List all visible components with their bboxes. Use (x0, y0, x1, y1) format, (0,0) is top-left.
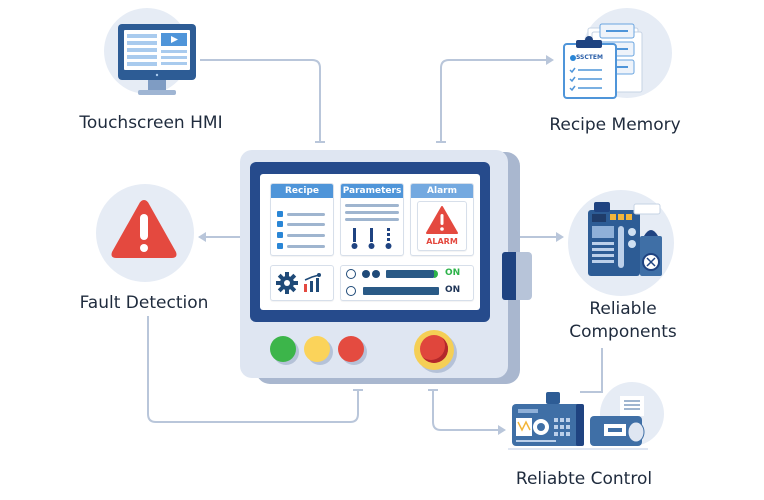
recipe-item-bullet (277, 221, 283, 227)
status-row-1-state: ON (445, 268, 461, 278)
status-row-2-radio[interactable] (345, 285, 357, 297)
alarm-text: ALARM (426, 237, 458, 246)
status-row-1-radio[interactable] (345, 268, 357, 280)
connector-recipe (440, 59, 552, 142)
indicator-light-yellow (304, 336, 330, 362)
indicator-light-green (270, 336, 296, 362)
hmi-label: Touchscreen HMI (79, 113, 223, 133)
recipe-label: Recipe Memory (549, 115, 681, 135)
recipe-item-line (287, 213, 325, 216)
indicator-light-red (338, 336, 364, 362)
parameter-line (345, 204, 399, 207)
parameter-line (345, 218, 399, 221)
fault-label: Fault Detection (79, 293, 209, 313)
controller-devices-icon (508, 392, 648, 450)
checklist-icon (569, 67, 602, 92)
emergency-stop-button[interactable] (420, 335, 448, 363)
clipboard-database-icon (563, 23, 643, 99)
status-row-1-progress (386, 270, 434, 278)
recipe-panel[interactable]: Recipe (270, 183, 334, 256)
connector-control (432, 390, 502, 431)
connector-components-control (580, 348, 603, 393)
tab-recipe[interactable]: Recipe (271, 184, 333, 198)
parameter-line (345, 211, 399, 214)
control-label: Reliabte Control (515, 469, 653, 489)
parameter-sliders[interactable] (344, 226, 400, 252)
recipe-item-line (287, 234, 325, 237)
control-cabinet-icon (588, 202, 662, 276)
status-row-1-progress-end (434, 270, 438, 278)
connector-fault-loop (147, 316, 359, 423)
recipe-item-line (287, 223, 325, 226)
bar-chart-icon[interactable] (302, 272, 324, 294)
alarm-warning-icon (426, 206, 458, 234)
status-row-2-state: ON (445, 285, 461, 295)
tab-alarm[interactable]: Alarm (411, 184, 473, 198)
device-side-port-cover (502, 252, 516, 300)
recipe-item-line (287, 245, 325, 248)
status-row-1-indicator-dots (362, 270, 380, 278)
status-row-2-progress (363, 287, 439, 295)
warning-triangle-icon (111, 200, 177, 258)
tab-parameters[interactable]: Parameters (341, 184, 403, 198)
clipboard-text: SSCTEM (576, 54, 603, 61)
connector-hmi (200, 59, 321, 142)
components-label-line1: Reliable (589, 299, 657, 319)
recipe-item-bullet (277, 211, 283, 217)
recipe-item-bullet (277, 243, 283, 249)
recipe-item-bullet (277, 232, 283, 238)
components-label-line2: Components (569, 322, 677, 342)
gear-icon[interactable] (276, 272, 298, 294)
monitor-icon (118, 24, 196, 95)
